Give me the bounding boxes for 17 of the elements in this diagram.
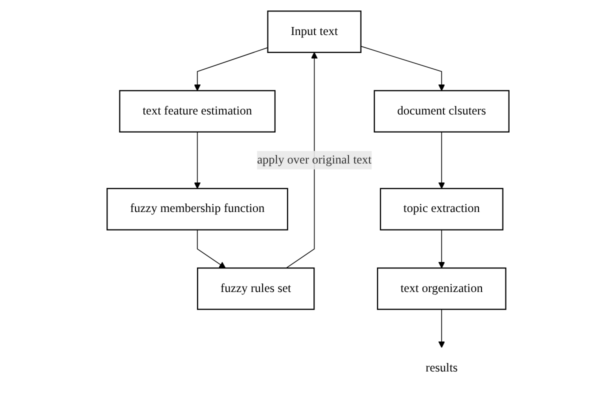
arrow: [438, 229, 445, 268]
arrow: [196, 229, 226, 268]
arrow: [438, 308, 445, 348]
node-box: fuzzy rules set: [196, 267, 315, 310]
edge-label: apply over original text: [257, 153, 372, 166]
arrow: [286, 52, 318, 268]
arrow: [194, 47, 268, 91]
arrow: [194, 132, 201, 189]
node-box: text orgenization: [376, 267, 506, 310]
node-box: document clsuters: [374, 90, 510, 132]
arrow: [360, 46, 445, 91]
node-box: Input text: [267, 10, 362, 53]
node-box: text feature estimation: [119, 90, 276, 132]
arrow: [438, 132, 445, 189]
node-text: results: [426, 361, 458, 374]
node-box: topic extraction: [380, 188, 504, 230]
node-box: fuzzy membership function: [106, 188, 288, 230]
